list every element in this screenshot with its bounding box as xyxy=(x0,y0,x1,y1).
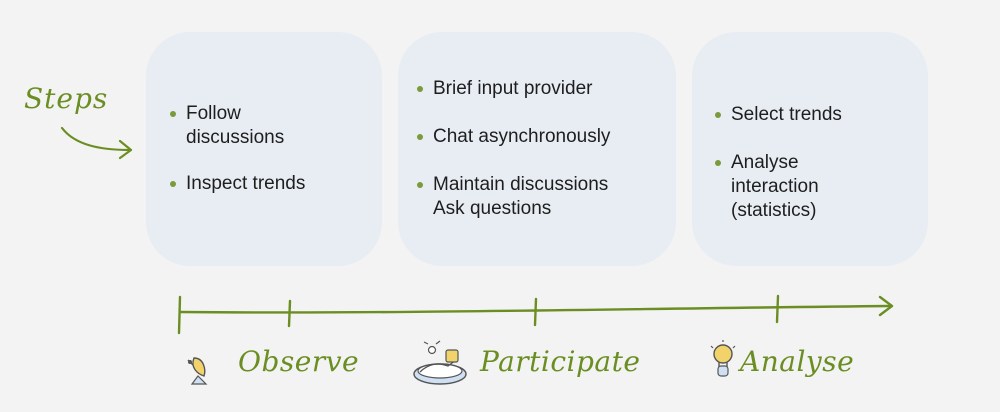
list-item: Inspect trends xyxy=(168,172,368,196)
phase-label-observe: Observe xyxy=(238,345,360,378)
timeline-tick-1 xyxy=(287,299,292,328)
list-item-label: Brief input provider xyxy=(433,78,593,99)
list-item-label: Inspect trends xyxy=(186,173,306,194)
bullet-dot xyxy=(715,160,721,166)
bullet-dot xyxy=(417,86,423,92)
timeline-tick-3 xyxy=(775,294,780,324)
list-item: Select trends xyxy=(713,103,913,127)
steps-arrowhead xyxy=(118,139,133,160)
timeline-tick-2 xyxy=(533,297,538,327)
phase-label-participate: Participate xyxy=(480,345,641,378)
list-item: Maintain discussions Ask questions xyxy=(415,173,665,221)
list-item: Chat asynchronously xyxy=(415,125,665,149)
satellite-dish-icon xyxy=(187,357,208,385)
bullet-dot xyxy=(170,111,176,117)
observe-steps-card: Follow discussions Inspect trends xyxy=(146,32,382,266)
bullet-dot xyxy=(417,134,423,140)
list-item-label: Analyse interaction (statistics) xyxy=(731,152,819,221)
steps-label: Steps xyxy=(24,82,109,115)
list-item-label: Select trends xyxy=(731,104,842,125)
lounging-person-icon xyxy=(413,340,467,385)
lightbulb-icon xyxy=(710,340,736,377)
list-item-label: Maintain discussions Ask questions xyxy=(433,174,609,219)
timeline-tick-start xyxy=(177,295,182,335)
phase-label-analyse: Analyse xyxy=(740,345,855,378)
bullet-dot xyxy=(170,181,176,187)
bullet-dot xyxy=(715,112,721,118)
timeline-arrowhead xyxy=(878,295,894,317)
list-item-label: Chat asynchronously xyxy=(433,126,611,147)
list-item: Follow discussions xyxy=(168,102,368,150)
analyse-steps-card: Select trends Analyse interaction (stati… xyxy=(692,32,928,266)
bullet-dot xyxy=(417,182,423,188)
list-item: Brief input provider xyxy=(415,77,665,101)
timeline-line xyxy=(178,304,892,314)
list-item: Analyse interaction (statistics) xyxy=(713,151,913,223)
steps-arrow xyxy=(60,126,132,152)
participate-steps-card: Brief input provider Chat asynchronously… xyxy=(398,32,676,266)
list-item-label: Follow discussions xyxy=(186,103,285,148)
